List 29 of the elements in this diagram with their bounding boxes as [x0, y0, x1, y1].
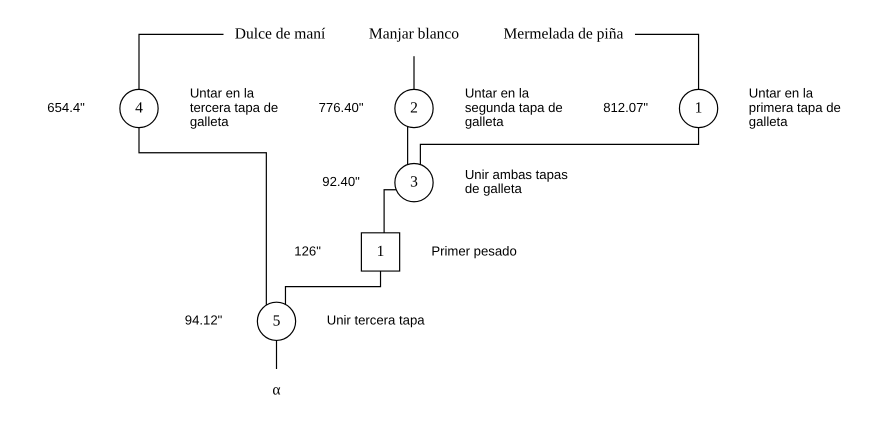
- node-label: 94.12": [184, 312, 222, 328]
- node-text: Dulce de maní: [234, 25, 325, 42]
- node-circle: 4: [118, 88, 158, 128]
- connector: [634, 34, 699, 89]
- node-circle: 1: [678, 88, 718, 128]
- node-text: Mermelada de piña: [503, 25, 623, 42]
- node-label: 812.07": [602, 100, 648, 115]
- node-label: 126": [294, 243, 320, 258]
- node-label: Untar en la primera tapa de galleta: [748, 85, 840, 130]
- connector: [138, 34, 223, 89]
- node-circle: 2: [394, 88, 434, 128]
- connector: [419, 128, 699, 164]
- node-label: Untar en la segunda tapa de galleta: [464, 85, 562, 130]
- node-circle: 3: [394, 162, 434, 202]
- node-box: 1: [360, 232, 400, 272]
- node-label: Primer pesado: [430, 243, 516, 258]
- node-label: 92.40": [322, 174, 360, 189]
- connector: [275, 340, 277, 369]
- node-text: Manjar blanco: [368, 25, 459, 42]
- connector: [412, 56, 414, 90]
- node-text: α: [272, 382, 280, 399]
- connector: [406, 126, 408, 164]
- node-label: 654.4": [46, 100, 84, 115]
- node-label: Unir ambas tapas de galleta: [464, 166, 568, 196]
- connector: [138, 128, 266, 305]
- node-circle: 5: [256, 302, 296, 342]
- node-label: Unir tercera tapa: [326, 312, 424, 328]
- node-label: Untar en la tercera tapa de galleta: [189, 85, 278, 130]
- node-label: 776.40": [318, 100, 363, 115]
